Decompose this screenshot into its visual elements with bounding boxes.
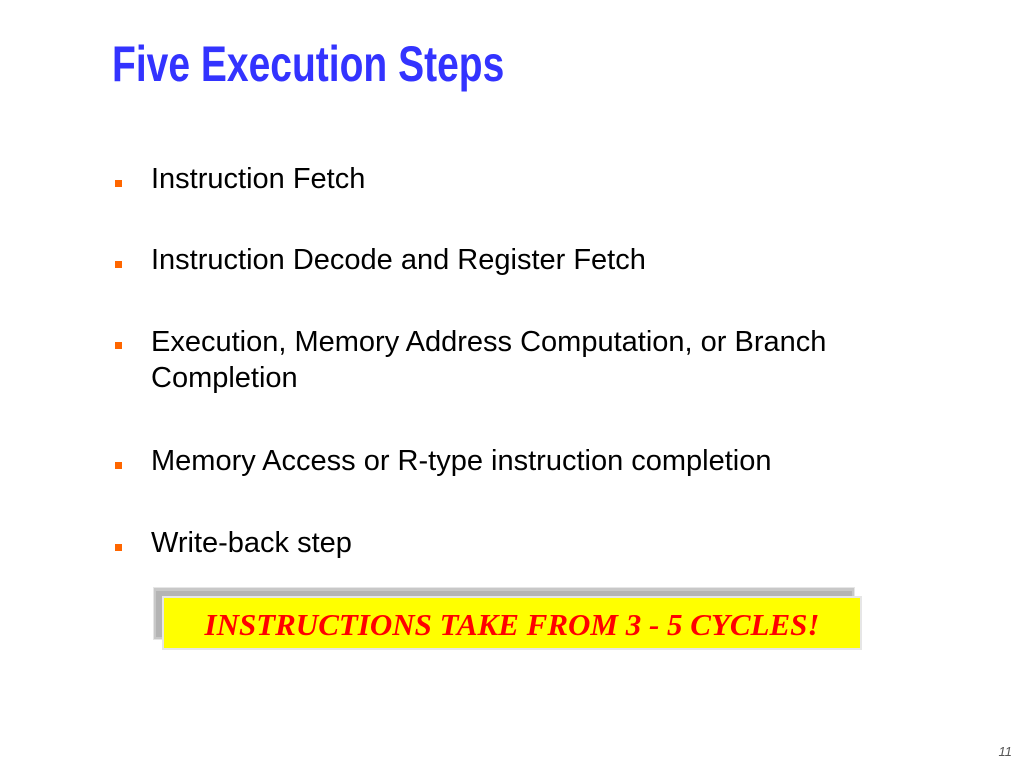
- bullet-text: Instruction Decode and Register Fetch: [151, 244, 646, 276]
- callout-text: INSTRUCTIONS TAKE FROM 3 - 5 CYCLES!: [204, 607, 820, 642]
- bullet-text: Memory Access or R-type instruction comp…: [151, 445, 772, 477]
- bullet-text: Write-back step: [151, 527, 352, 559]
- square-bullet-icon: [115, 462, 122, 469]
- bullet-text: Instruction Fetch: [151, 163, 366, 195]
- square-bullet-icon: [115, 342, 122, 349]
- square-bullet-icon: [115, 261, 122, 268]
- page-number: 11: [998, 744, 1013, 759]
- slide-title: Five Execution Steps: [112, 36, 505, 92]
- callout-box: INSTRUCTIONS TAKE FROM 3 - 5 CYCLES!: [162, 596, 862, 650]
- bullet-text: Execution, Memory Address Computation, o…: [151, 326, 827, 394]
- square-bullet-icon: [115, 544, 122, 551]
- square-bullet-icon: [115, 180, 122, 187]
